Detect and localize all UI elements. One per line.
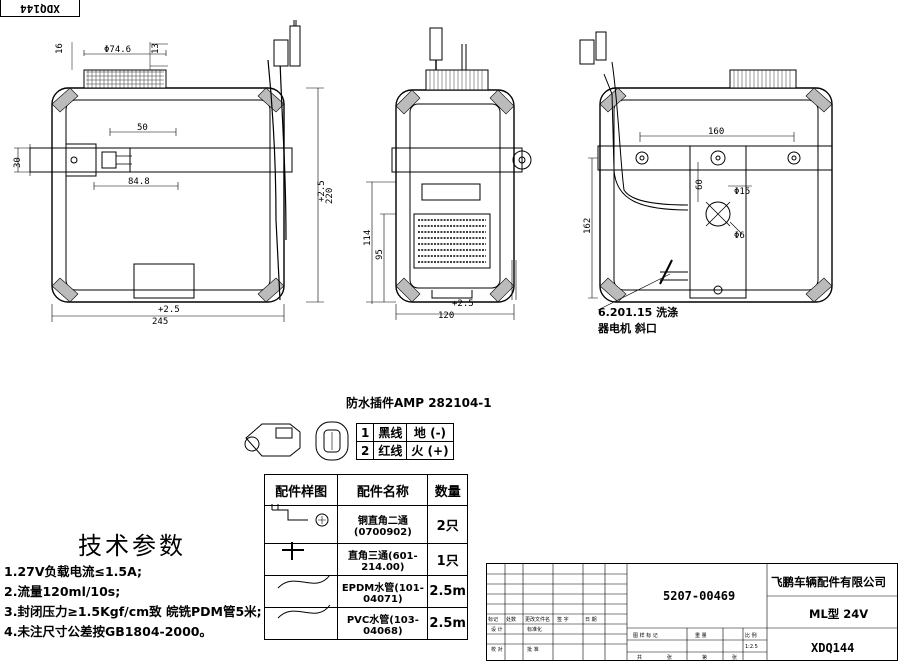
dim-13: 13 — [151, 43, 161, 54]
tb-approve: 批 准 — [527, 646, 539, 653]
rear-view — [579, 31, 833, 311]
dim-16: 16 — [55, 43, 65, 54]
tb-drawing-number: 5207-00469 — [663, 589, 735, 603]
tb-sheet-a: 共 — [637, 654, 642, 660]
dim-phi-15: Φ15 — [734, 187, 750, 197]
tech-param-item: 1.27V负载电流≤1.5A; — [4, 564, 143, 579]
rear-callout-line1: 6.201.15 洗涤 — [598, 305, 678, 319]
wire-1-func: 地 (-) — [406, 423, 454, 442]
tech-param-item: 4.未注尺寸公差按GB1804-2000。 — [4, 624, 213, 639]
dim-phi-74-6: Φ74.6 — [104, 45, 131, 55]
dim-114: 114 — [363, 230, 373, 246]
tb-label-count: 处数 — [506, 616, 516, 623]
dim-245: 245 — [152, 317, 168, 327]
dim-160: 160 — [708, 127, 724, 137]
dim-220: 220 — [325, 188, 335, 204]
tb-stage-mark: 图 样 标 记 — [633, 632, 658, 639]
tb-weight: 重 量 — [695, 632, 707, 639]
part-qty: 1只 — [427, 543, 468, 576]
dim-120-tol: +2.5 — [452, 299, 474, 309]
part-name: EPDM水管(101-04071) — [337, 575, 429, 608]
front-view — [14, 20, 324, 322]
wire-1-color: 黑线 — [373, 423, 408, 442]
part-qty: 2.5m — [427, 575, 468, 608]
tb-code: XDQ144 — [811, 641, 854, 655]
tb-company: 飞鹏车辆配件有限公司 — [771, 575, 886, 589]
dim-60: 60 — [695, 179, 705, 190]
tb-sheet-b: 张 — [667, 654, 672, 660]
tb-label-mark: 标记 — [488, 616, 498, 623]
tb-sheet-d: 张 — [732, 654, 737, 660]
dim-162: 162 — [583, 218, 593, 234]
part-qty: 2.5m — [427, 607, 468, 640]
tb-label-file: 更改文件名 — [525, 616, 550, 623]
dim-95: 95 — [375, 249, 385, 260]
tb-label-sign: 签 字 — [557, 616, 569, 623]
dim-phi-6: Φ6 — [734, 231, 745, 241]
tb-label-date: 日 期 — [585, 617, 597, 623]
part-name: 铜直角二通(0700902) — [337, 505, 429, 544]
tb-checker: 校 对 — [491, 646, 503, 653]
part-name: PVC水管(103-04068) — [337, 607, 429, 640]
connector-illustration — [244, 421, 349, 461]
parts-table: 配件样图 配件名称 数量 铜直角二通(0700902)2只 直角三通(601-2… — [263, 474, 468, 640]
rear-callout-line2: 器电机 斜口 — [597, 321, 657, 335]
part-qty: 2只 — [427, 505, 468, 544]
parts-header-image: 配件样图 — [263, 474, 339, 506]
wire-2-pin: 2 — [355, 441, 375, 460]
tech-params-title: 技术参数 — [78, 532, 186, 560]
dim-120: 120 — [438, 311, 454, 321]
side-view — [366, 27, 532, 320]
tb-standard: 标准化 — [527, 626, 542, 633]
tb-designer: 设 计 — [491, 626, 503, 633]
tech-params-list: 1.27V负载电流≤1.5A; 2.流量120ml/10s; 3.封闭压力≥1.… — [4, 562, 262, 642]
parts-header-name: 配件名称 — [337, 474, 429, 506]
tech-param-item: 3.封闭压力≥1.5Kgf/cm致 皖铣PDM管5米; — [4, 604, 262, 619]
wire-2-color: 红线 — [373, 441, 408, 460]
dim-50: 50 — [137, 123, 148, 133]
dim-84-8: 84.8 — [128, 177, 150, 187]
tech-param-item: 2.流量120ml/10s; — [4, 584, 121, 599]
tb-sheet-c: 第 — [702, 654, 707, 660]
connector-title: 防水插件AMP 282104-1 — [346, 396, 492, 410]
tb-scale: 1:2.5 — [745, 644, 758, 650]
flipped-drawing-code: XDQ144 — [0, 0, 80, 17]
title-block: 标记 处数 更改文件名 签 字 日 期 设 计 标准化 校 对 批 准 图 样 … — [486, 563, 898, 661]
wire-1-pin: 1 — [355, 423, 375, 442]
dim-245-tol: +2.5 — [158, 305, 180, 315]
dim-220-tol: +2.5 — [317, 180, 327, 202]
tb-model: ML型 24V — [809, 607, 868, 621]
dim-30: 30 — [13, 157, 23, 168]
parts-header-qty: 数量 — [427, 474, 468, 506]
tb-scale-label: 比 例 — [745, 632, 757, 639]
wire-2-func: 火 (+) — [406, 441, 454, 460]
part-name: 直角三通(601-214.00) — [337, 543, 429, 576]
